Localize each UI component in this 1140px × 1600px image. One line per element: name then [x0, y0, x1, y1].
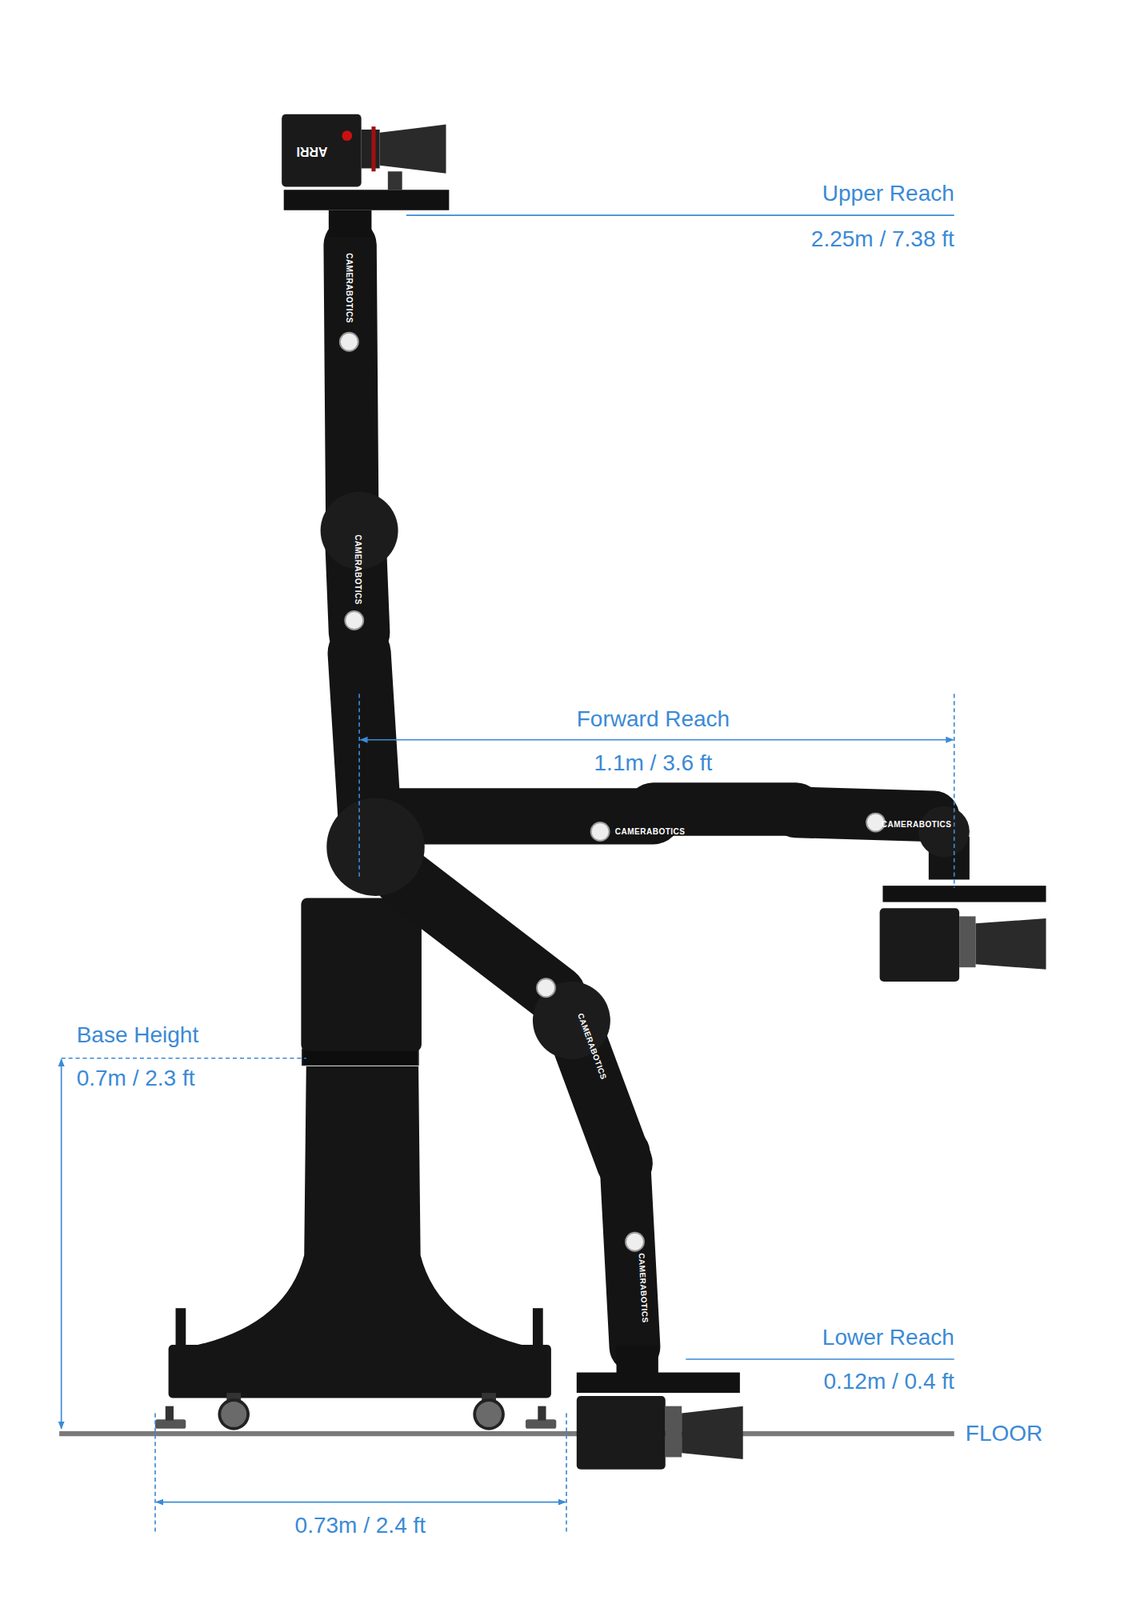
brand-mark: CAMERABOTICS [352, 534, 363, 605]
dimension-value: 0.73m / 2.4 ft [295, 1512, 426, 1539]
arm-buttons [340, 332, 885, 1252]
extension-line [154, 1413, 156, 1533]
leveling-foot [155, 1419, 186, 1428]
extension-line [565, 1413, 568, 1533]
dimension-title: Lower Reach [822, 1324, 955, 1351]
dimension-line [360, 739, 953, 741]
lens-ring [371, 126, 376, 172]
extension-line [61, 1057, 307, 1060]
base-post [176, 1308, 187, 1349]
camera-lens [361, 129, 380, 168]
caster-frame [168, 1344, 552, 1398]
lens-support [665, 1406, 682, 1458]
dimension-lines [61, 215, 955, 1533]
extension-line [953, 693, 956, 888]
arm-link [388, 788, 654, 844]
camera-body [576, 1396, 666, 1470]
camera-lens [976, 918, 1047, 970]
dimension-value: 0.12m / 0.4 ft [823, 1368, 954, 1395]
brand-mark: CAMERABOTICS [636, 1252, 650, 1324]
arm-link [359, 652, 370, 816]
leader-line [685, 1358, 954, 1360]
camera-plate [576, 1372, 740, 1394]
caster-wheel [474, 1400, 504, 1429]
dimension-value: 0.7m / 2.3 ft [76, 1065, 196, 1092]
camera-body [281, 114, 361, 188]
base-post [532, 1308, 544, 1349]
arm-button [536, 978, 556, 997]
arm-button [625, 1232, 644, 1252]
column [300, 897, 422, 1051]
pedestal-band [302, 1048, 419, 1065]
brand-mark: CAMERABOTICS [881, 820, 952, 830]
camera-lens [681, 1406, 744, 1460]
brand-mark: CAMERABOTICS [615, 827, 686, 837]
dimension-title: Upper Reach [822, 180, 955, 207]
lens-support [959, 916, 976, 968]
brand-mark: CAMERABOTICS [344, 252, 355, 324]
dimension-title: Forward Reach [576, 706, 730, 732]
lower-arm [403, 877, 636, 1348]
camera-logo: ARRI [296, 144, 328, 159]
wrist-cap [328, 210, 372, 237]
floor-label: FLOOR [965, 1420, 1043, 1447]
caster-wheel [219, 1400, 248, 1429]
dimension-value: 1.1m / 3.6 ft [594, 750, 713, 776]
dimension-title: Base Height [76, 1022, 200, 1048]
leveling-foot [525, 1419, 556, 1428]
leader-line [406, 214, 955, 216]
camera-lens [380, 124, 447, 174]
arm-link [403, 877, 556, 996]
leveling-foot [537, 1406, 546, 1421]
floor-line [59, 1431, 955, 1436]
shoulder-joint [326, 797, 424, 896]
leveling-foot [165, 1406, 174, 1421]
arm-link [796, 812, 934, 816]
lens-support [388, 171, 403, 190]
arm-button [591, 822, 610, 841]
camera-dot [341, 130, 352, 141]
pedestal [188, 1066, 531, 1348]
arm-button [344, 611, 364, 630]
arm-button [340, 332, 359, 352]
brand-mark: CAMERABOTICS [576, 1011, 609, 1080]
camera-plate [284, 189, 450, 211]
camera-body [880, 908, 960, 982]
forward-arm [388, 808, 950, 880]
dimension-value: 2.25m / 7.38 ft [811, 225, 955, 252]
camera-plate [882, 885, 1046, 902]
wrist-cap [616, 1344, 659, 1374]
extension-line [358, 693, 360, 878]
dimension-line [60, 1059, 63, 1429]
arm-joint [918, 806, 970, 858]
dimension-line [156, 1501, 565, 1504]
